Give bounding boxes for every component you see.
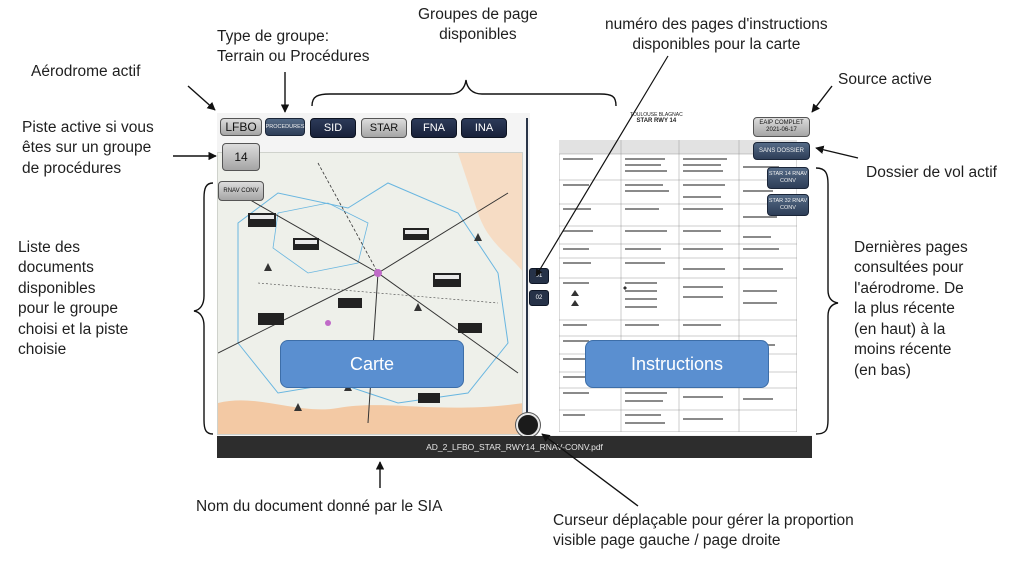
page-button-01[interactable]: 01 [529,268,549,284]
label-document-name: Nom du document donné par le SIA [196,498,443,515]
label-active-flight-folder: Dossier de vol actif [866,164,997,181]
pane-divider [526,118,528,436]
recent-page-1[interactable]: STAR 14 RNAV CONV [767,167,809,189]
label-document-list: Liste des documents disponibles pour le … [18,239,129,359]
split-slider-handle[interactable] [516,413,540,437]
document-filename-bar: AD_2_LFBO_STAR_RWY14_RNAV-CONV.pdf [217,436,812,458]
page-button-02[interactable]: 02 [529,290,549,306]
label-page-groups: Groupes de page disponibles [418,6,538,44]
instructions-table [559,140,797,432]
chart-pane[interactable] [217,152,523,435]
tab-sid[interactable]: SID [310,118,356,138]
source-button[interactable]: EAIP COMPLET 2021-06-17 [753,117,810,137]
aerodrome-button[interactable]: LFBO [220,118,262,136]
label-active-runway: Piste active si vous êtes sur un groupe … [22,119,154,177]
runway-button[interactable]: 14 [222,143,260,171]
document-item-rnav-conv[interactable]: RNAV CONV [218,181,264,201]
flight-folder-button[interactable]: SANS DOSSIER [753,142,810,160]
group-type-button[interactable]: PROCEDURES [265,118,305,136]
label-active-aerodrome: Aérodrome actif [31,63,141,80]
label-group-type: Type de groupe: Terrain ou Procédures [217,28,370,66]
label-active-source: Source active [838,71,932,88]
instructions-title: TOULOUSE BLAGNAC STAR RWY 14 [630,112,683,124]
chart-callout: Carte [280,340,464,388]
tab-fna[interactable]: FNA [411,118,457,138]
label-recent-pages: Dernières pages consultées pour l'aérodr… [854,239,968,379]
instructions-callout: Instructions [585,340,769,388]
tab-star[interactable]: STAR [361,118,407,138]
label-slider: Curseur déplaçable pour gérer la proport… [553,512,854,550]
tab-ina[interactable]: INA [461,118,507,138]
label-instruction-pages: numéro des pages d'instructions disponib… [605,16,828,54]
recent-page-2[interactable]: STAR 32 RNAV CONV [767,194,809,216]
